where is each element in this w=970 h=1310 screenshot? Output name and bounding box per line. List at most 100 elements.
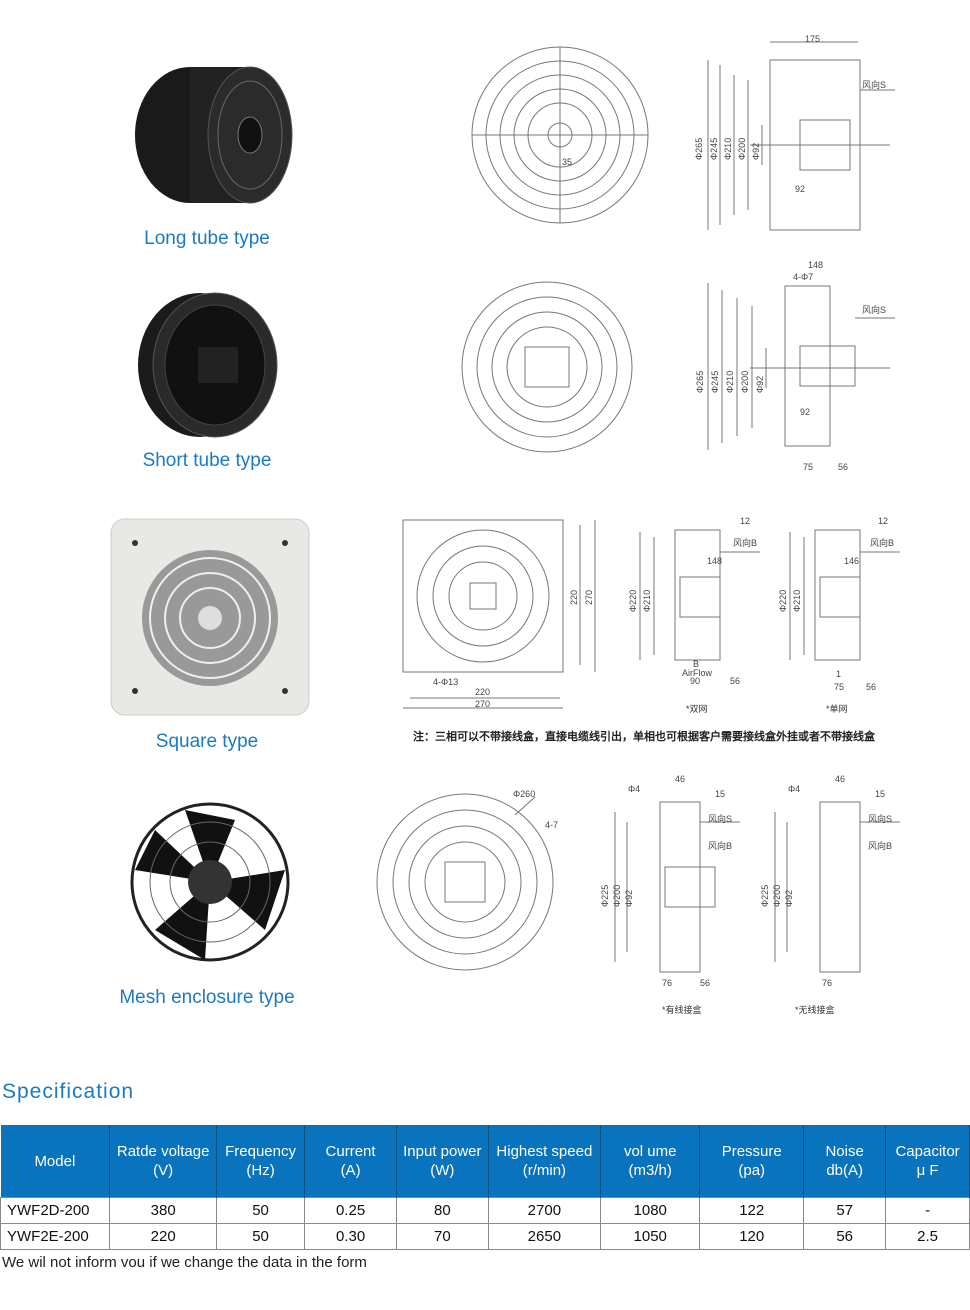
dimension-label: 175 [805,34,820,44]
dimension-label: 15 [875,789,885,799]
dimension-label: 风向S [862,304,886,315]
spec-header-text: Noise [825,1143,864,1160]
spec-header-text: vol ume [623,1143,677,1160]
square-side-drawing-double: 12 风向B 148 Φ220 Φ210 B AirFlow 90 56 [628,516,760,686]
spec-cell: 57 [803,1197,887,1224]
dimension-label: 风向S [862,79,886,90]
dimension-label: 12 [878,516,888,526]
dimension-label: 148 [808,260,823,270]
spec-header-cell: Frequency (Hz) [216,1125,306,1198]
spec-cell: 380 [109,1197,218,1224]
spec-header-cell: Ratde voltage (V) [109,1125,218,1198]
dimension-label: Φ265 [695,371,705,393]
spec-header-text: Ratde voltage [116,1143,210,1160]
spec-cell: 1080 [600,1197,701,1224]
spec-header-text: (V) [153,1162,174,1179]
spec-header-text: Model [34,1152,76,1170]
dimension-label: Φ200 [737,138,747,160]
dimension-label: 56 [730,676,740,686]
spec-cell: 2650 [487,1223,602,1250]
dimension-label: 15 [715,789,725,799]
mesh-side-drawing-with-box: Φ4 46 15 风向S 风向B Φ225 Φ200 Φ92 76 56 [600,774,740,988]
dimension-label: Φ200 [740,371,750,393]
dimension-label: 35 [562,157,572,167]
dimension-label: 4-7 [545,820,558,830]
type-label-square: Square type [155,731,259,752]
dimension-label: Φ245 [709,138,719,160]
spec-header-row: Model Ratde voltage (V) Frequency (Hz) Curren… [0,1125,970,1198]
dimension-label: Φ220 [778,590,788,612]
spec-header-text: (A) [340,1162,361,1179]
dimension-label: 风向B [868,840,892,851]
dimension-label: 76 [822,978,832,988]
spec-header-cell: Current (A) [304,1125,398,1198]
caption-without-junction-box: *无线接盒 [795,1005,835,1015]
caption-single-mesh: *单网 [826,704,848,714]
mesh-fan-photo [130,802,290,962]
spec-cell: 0.30 [304,1223,398,1250]
spec-header-cell: Noise db(A) [803,1125,887,1198]
dimension-label: AirFlow [682,668,713,678]
dimension-label: 风向S [868,813,892,824]
dimension-label: Φ210 [792,590,802,612]
dimension-label: Φ220 [628,590,638,612]
spec-title: Specification [2,1080,135,1103]
spec-cell: - [885,1197,970,1224]
dimension-label: 56 [700,978,710,988]
caption-double-mesh: *双网 [686,704,708,714]
caption-with-junction-box: *有线接盒 [662,1005,702,1015]
dimension-label: 148 [707,556,722,566]
spec-header-cell: Model [0,1125,111,1198]
spec-header-text: Current [325,1143,376,1160]
spec-cell: 50 [216,1197,306,1224]
dimension-label: Φ225 [600,885,610,907]
dimension-label: 270 [584,590,594,605]
spec-header-text: (pa) [738,1162,766,1179]
spec-cell: 2700 [487,1197,602,1224]
dimension-label: 56 [838,462,848,472]
spec-cell: 70 [396,1223,489,1250]
type-label-long-tube: Long tube type [144,228,270,249]
spec-header-cell: Highest speed (r/min) [488,1125,602,1198]
dimension-label: 46 [835,774,845,784]
dimension-label: Φ200 [612,885,622,907]
dimension-label: 1 [836,669,841,679]
type-label-mesh: Mesh enclosure type [119,987,295,1008]
square-front-drawing: 220 270 4-Φ13 220 270 [402,519,596,709]
dimension-label: 风向B [870,537,894,548]
spec-header-text: Highest speed [496,1143,593,1160]
short-tube-front-drawing [461,281,633,453]
square-side-drawing-single: 12 风向B 146 Φ220 Φ210 1 75 56 [778,516,900,690]
mesh-front-drawing: Φ260 4-7 [376,789,558,971]
spec-cell: YWF2D-200 [0,1197,111,1224]
dimension-label: 56 [866,682,876,690]
mesh-side-drawing-no-box: Φ4 46 15 风向S 风向B Φ225 Φ200 Φ92 76 [760,774,900,988]
spec-cell: 50 [216,1223,306,1250]
type-label-short-tube: Short tube type [142,450,272,471]
spec-header-text: Capacitor [895,1143,960,1160]
dimension-label: Φ92 [784,890,794,907]
spec-cell: 220 [109,1223,218,1250]
dimension-label: 220 [569,590,579,605]
dimension-label: Φ92 [624,890,634,907]
spec-header-text: (Hz) [246,1162,275,1179]
spec-cell: YWF2E-200 [0,1223,111,1250]
spec-header-text: (W) [430,1162,455,1179]
spec-cell: 0.25 [304,1197,398,1224]
dimension-label: Φ210 [723,138,733,160]
spec-header-cell: vol ume(m3/h) [600,1125,701,1198]
spec-table: Model Ratde voltage (V) Frequency (Hz) Curren… [0,1125,970,1250]
dimension-label: Φ245 [710,371,720,393]
dimension-label: 46 [675,774,685,784]
spec-header-text: Frequency [225,1143,296,1160]
spec-cell: 1050 [600,1223,701,1250]
long-tube-front-drawing: 35 [471,46,649,224]
dimension-label: 风向B [733,537,757,548]
spec-header-text: (r/min) [522,1162,567,1179]
spec-cell: 56 [803,1223,887,1250]
dimension-label: Φ200 [772,885,782,907]
spec-header-text: db(A) [826,1162,863,1179]
